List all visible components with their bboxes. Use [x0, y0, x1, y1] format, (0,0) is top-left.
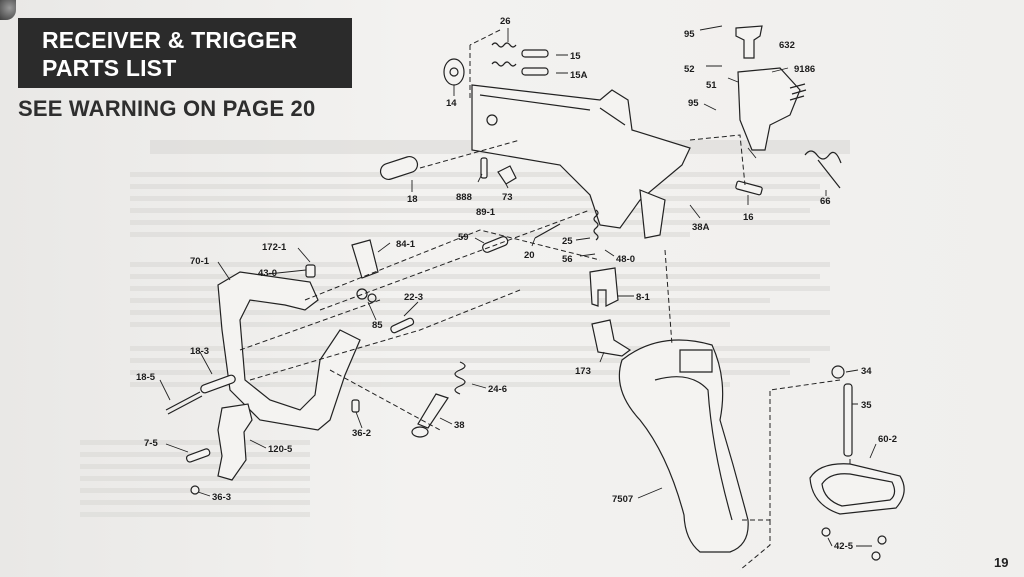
label-16: 16: [743, 212, 754, 223]
part-24-6-spring: [454, 361, 466, 395]
label-7507: 7507: [612, 494, 633, 505]
label-36-3: 36-3: [212, 492, 231, 503]
part-60-2-cap: [809, 463, 905, 515]
part-22-3-pin: [390, 317, 415, 334]
leader-lines: [159, 25, 877, 547]
part-9186-sear: [737, 67, 807, 151]
label-18: 18: [407, 194, 418, 205]
label-8-1: 8-1: [636, 292, 650, 303]
label-34: 34: [861, 366, 872, 377]
label-56: 56: [562, 254, 573, 265]
label-888: 888: [456, 192, 472, 203]
label-85: 85: [372, 320, 383, 331]
label-172-1: 172-1: [262, 242, 287, 253]
part-632-safety: [735, 25, 763, 59]
part-7507-grip: [618, 339, 749, 553]
label-35: 35: [861, 400, 872, 411]
label-36-2: 36-2: [352, 428, 371, 439]
title-line-2: PARTS LIST: [42, 55, 177, 81]
part-8-1-trigger-block: [589, 267, 619, 307]
label-9186: 9186: [794, 64, 815, 75]
label-20: 20: [524, 250, 535, 261]
label-15: 15: [570, 51, 581, 62]
label-84-1: 84-1: [396, 239, 416, 250]
part-48-spring: [593, 209, 599, 241]
part-42-5-screws: [821, 527, 887, 561]
label-22-3: 22-3: [404, 292, 423, 303]
label-59: 59: [458, 232, 469, 243]
label-60-2: 60-2: [878, 434, 897, 445]
part-70-1-trigger-housing: [217, 271, 361, 431]
label-48-0: 48-0: [616, 254, 635, 265]
part-18-pin: [379, 156, 419, 180]
part-labels: 26 15 15A 14 95 632 52 9186 51 95 18 888…: [136, 16, 897, 552]
label-70-1: 70-1: [190, 256, 210, 267]
page-number: 19: [994, 555, 1009, 570]
title-banner: RECEIVER & TRIGGER PARTS LIST: [18, 18, 352, 88]
part-20-pin: [534, 223, 561, 239]
label-43-0: 43-0: [258, 268, 277, 279]
label-38a: 38A: [692, 222, 710, 233]
receiver-frame: [471, 84, 691, 239]
label-38: 38: [454, 420, 465, 431]
bleed-through-text: [80, 140, 850, 517]
label-25: 25: [562, 236, 573, 247]
warning-text: SEE WARNING ON PAGE 20: [18, 96, 316, 121]
label-632: 632: [779, 40, 795, 51]
part-173-latch: [591, 319, 632, 357]
label-173: 173: [575, 366, 591, 377]
part-43-0-pin: [305, 264, 316, 278]
part-36-2-screw: [351, 399, 360, 413]
label-24-6: 24-6: [488, 384, 507, 395]
part-888-pin: [480, 157, 488, 179]
part-18-5-spring: [165, 391, 203, 415]
label-66: 66: [820, 196, 831, 207]
assembly-lines: [239, 29, 851, 571]
part-15-pins: [521, 49, 549, 76]
part-26-springs: [491, 42, 517, 67]
label-14: 14: [446, 98, 457, 109]
label-15a: 15A: [570, 70, 588, 81]
label-26: 26: [500, 16, 511, 27]
label-18-5: 18-5: [136, 372, 156, 383]
part-120-5-trigger: [217, 403, 253, 481]
part-84-1-block: [351, 239, 379, 279]
part-85-parts: [356, 288, 377, 303]
page-corner-mark: [0, 0, 16, 20]
label-95-top: 95: [684, 29, 695, 40]
label-95-bottom: 95: [688, 98, 699, 109]
part-59-pin: [482, 236, 509, 253]
label-7-5: 7-5: [144, 438, 158, 449]
part-7-5-pin: [185, 448, 211, 463]
part-34-washer: [831, 365, 845, 379]
title-line-1: RECEIVER & TRIGGER: [42, 27, 298, 53]
label-51: 51: [706, 80, 717, 91]
label-18-3: 18-3: [190, 346, 209, 357]
part-36-3-screw: [190, 485, 200, 495]
label-89-1: 89-1: [476, 207, 496, 218]
part-66-spring: [804, 150, 842, 189]
part-16-screw: [735, 180, 763, 196]
part-18-3-pin: [200, 374, 236, 394]
part-35-screw: [843, 383, 853, 457]
label-73: 73: [502, 192, 513, 203]
part-73-lever: [497, 165, 517, 185]
label-42-5: 42-5: [834, 541, 854, 552]
part-38-bolt: [411, 393, 449, 438]
part-14-nut: [443, 58, 465, 86]
label-52: 52: [684, 64, 695, 75]
label-120-5: 120-5: [268, 444, 293, 455]
